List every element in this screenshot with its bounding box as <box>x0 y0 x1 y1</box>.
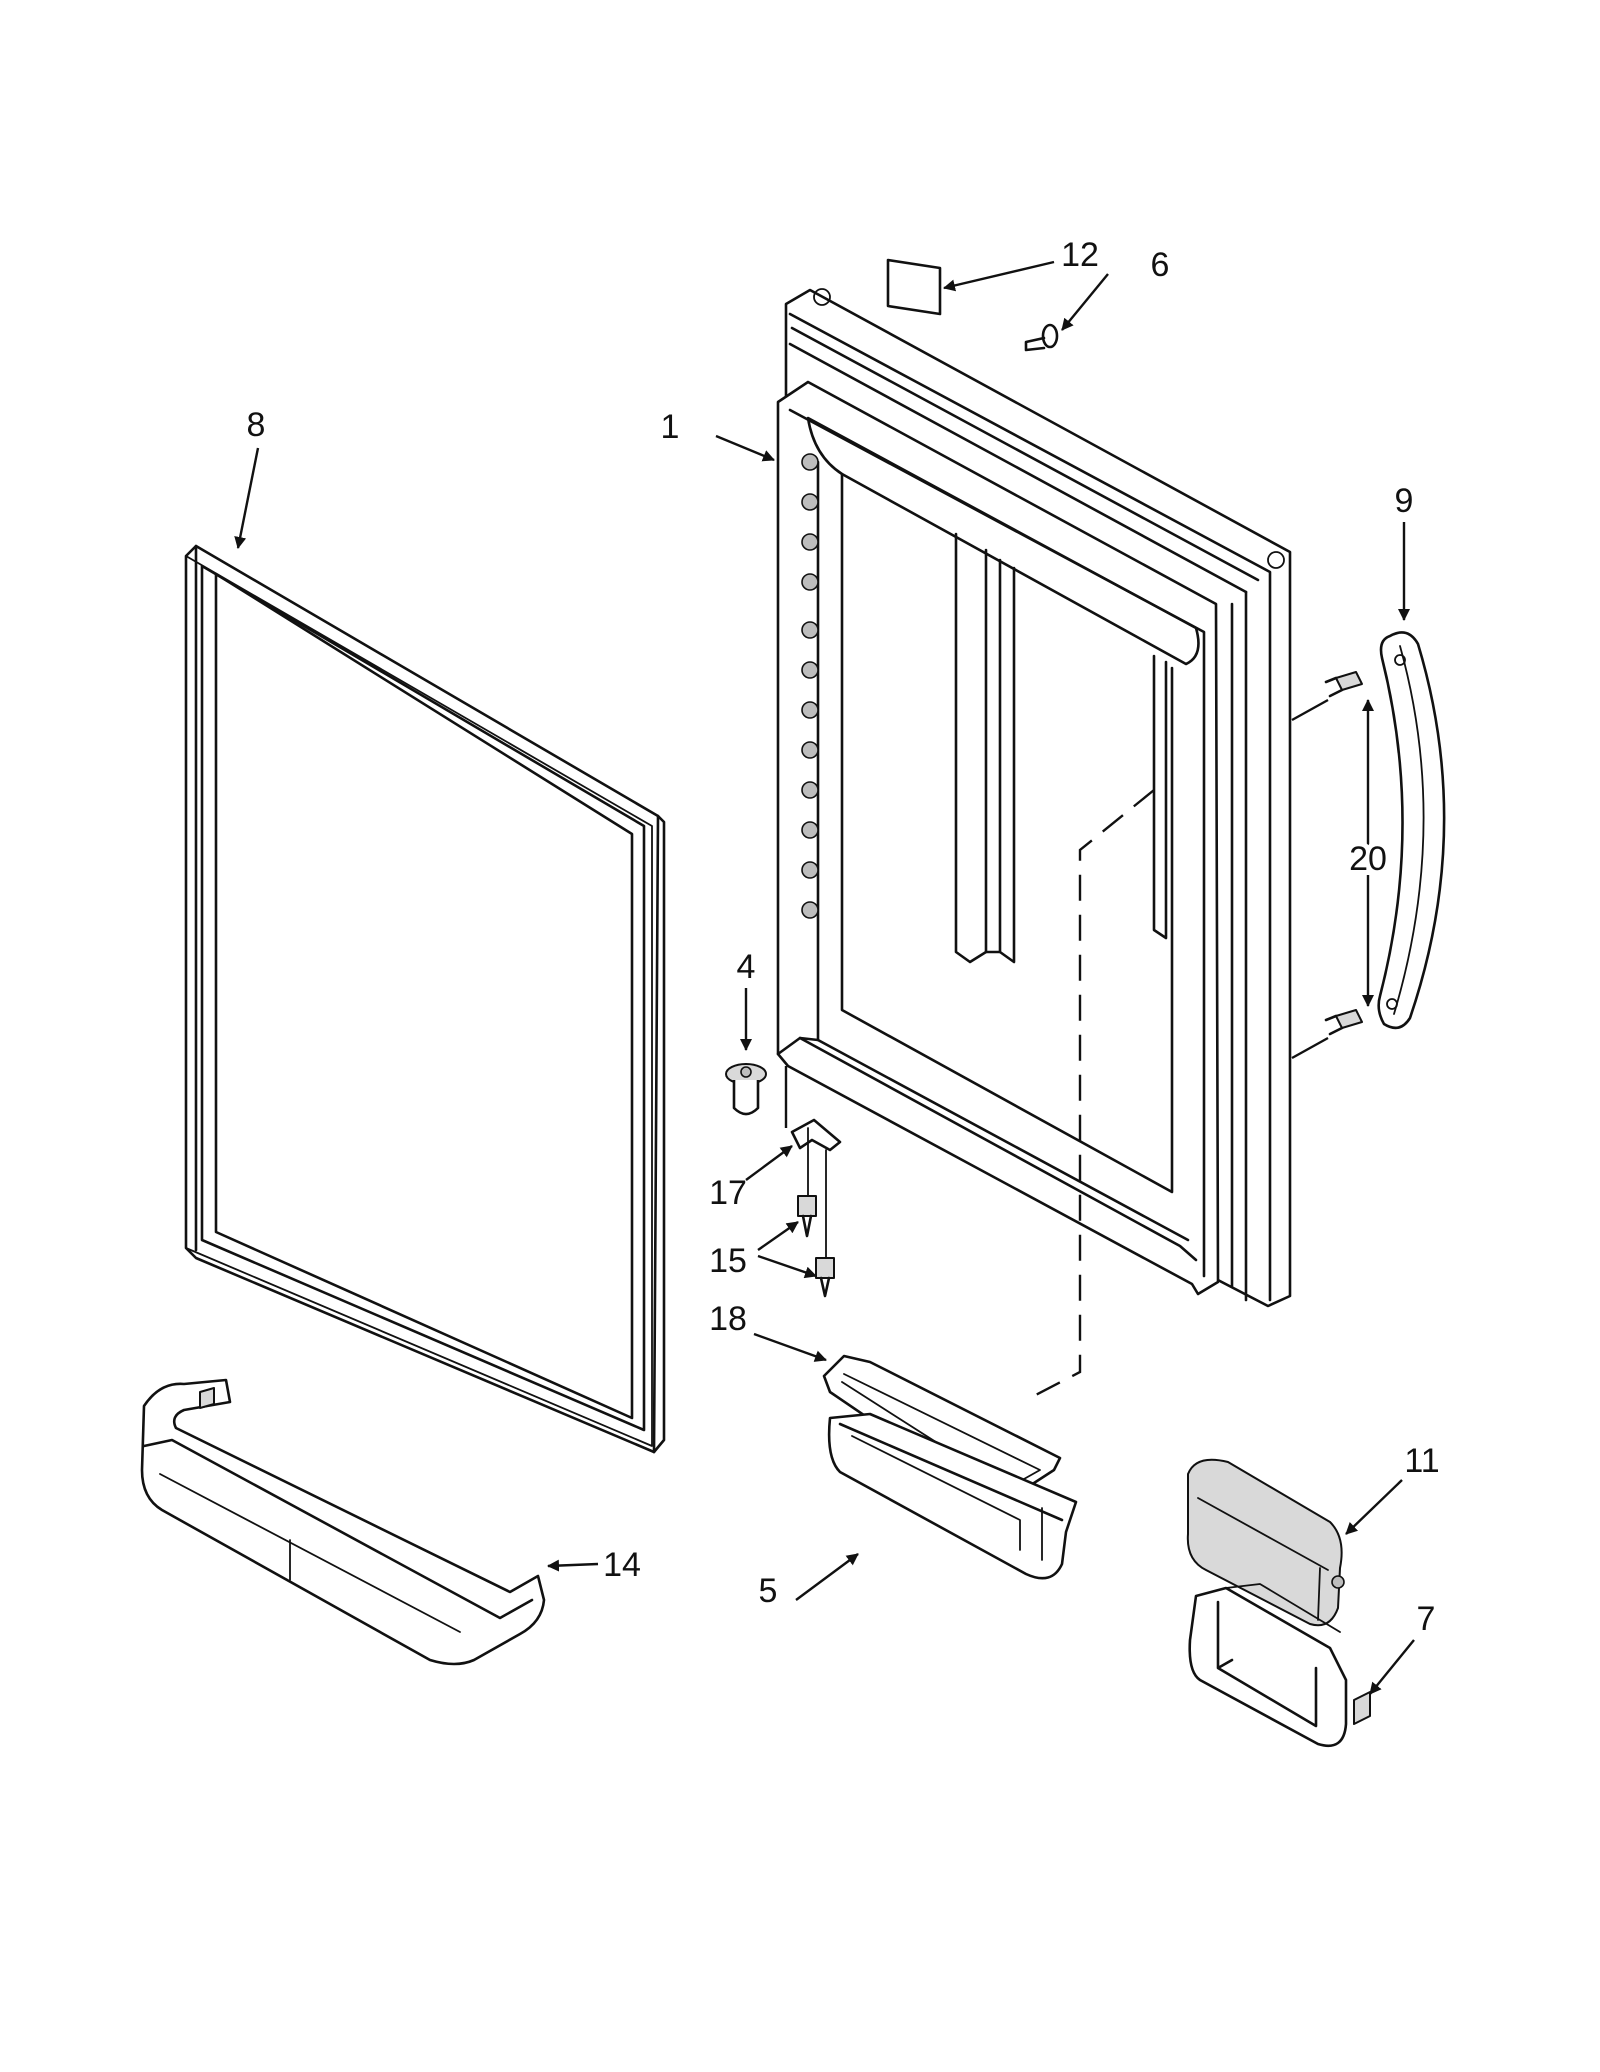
cover-part-11[interactable] <box>1186 1458 1345 1627</box>
callout-14: 14 <box>603 1546 641 1584</box>
door-liner-part-1[interactable] <box>776 288 1292 1308</box>
screw-part-6[interactable] <box>1024 323 1059 352</box>
callout-15: 15 <box>709 1242 747 1280</box>
door-handle-part-9[interactable] <box>1377 631 1446 1030</box>
callout-20: 20 <box>1349 840 1387 878</box>
bin-part-5[interactable] <box>827 1412 1078 1580</box>
door-gasket-part-8[interactable] <box>184 544 666 1454</box>
callout-17: 17 <box>709 1174 747 1212</box>
callout-18: 18 <box>709 1300 747 1338</box>
callout-4: 4 <box>737 948 756 986</box>
shelf-clip-row <box>801 453 819 919</box>
callout-7: 7 <box>1417 1600 1436 1638</box>
handle-screws-part-20[interactable] <box>1324 671 1363 1036</box>
leader-arrows <box>234 260 1415 1695</box>
label-part-12[interactable] <box>886 258 942 316</box>
assembly-line <box>1029 789 1155 1400</box>
callout-9: 9 <box>1395 482 1414 520</box>
bulb-part-4[interactable] <box>725 1063 767 1116</box>
callout-1: 1 <box>661 408 680 446</box>
bin-frame-part-7[interactable] <box>1188 1583 1371 1748</box>
bracket-part-17[interactable] <box>790 1118 842 1152</box>
callout-6: 6 <box>1151 246 1170 284</box>
callout-12: 12 <box>1061 236 1099 274</box>
callout-5: 5 <box>759 1572 778 1610</box>
callout-8: 8 <box>247 406 266 444</box>
shelf-bin-part-14[interactable] <box>140 1378 546 1666</box>
callout-11: 11 <box>1404 1442 1439 1480</box>
